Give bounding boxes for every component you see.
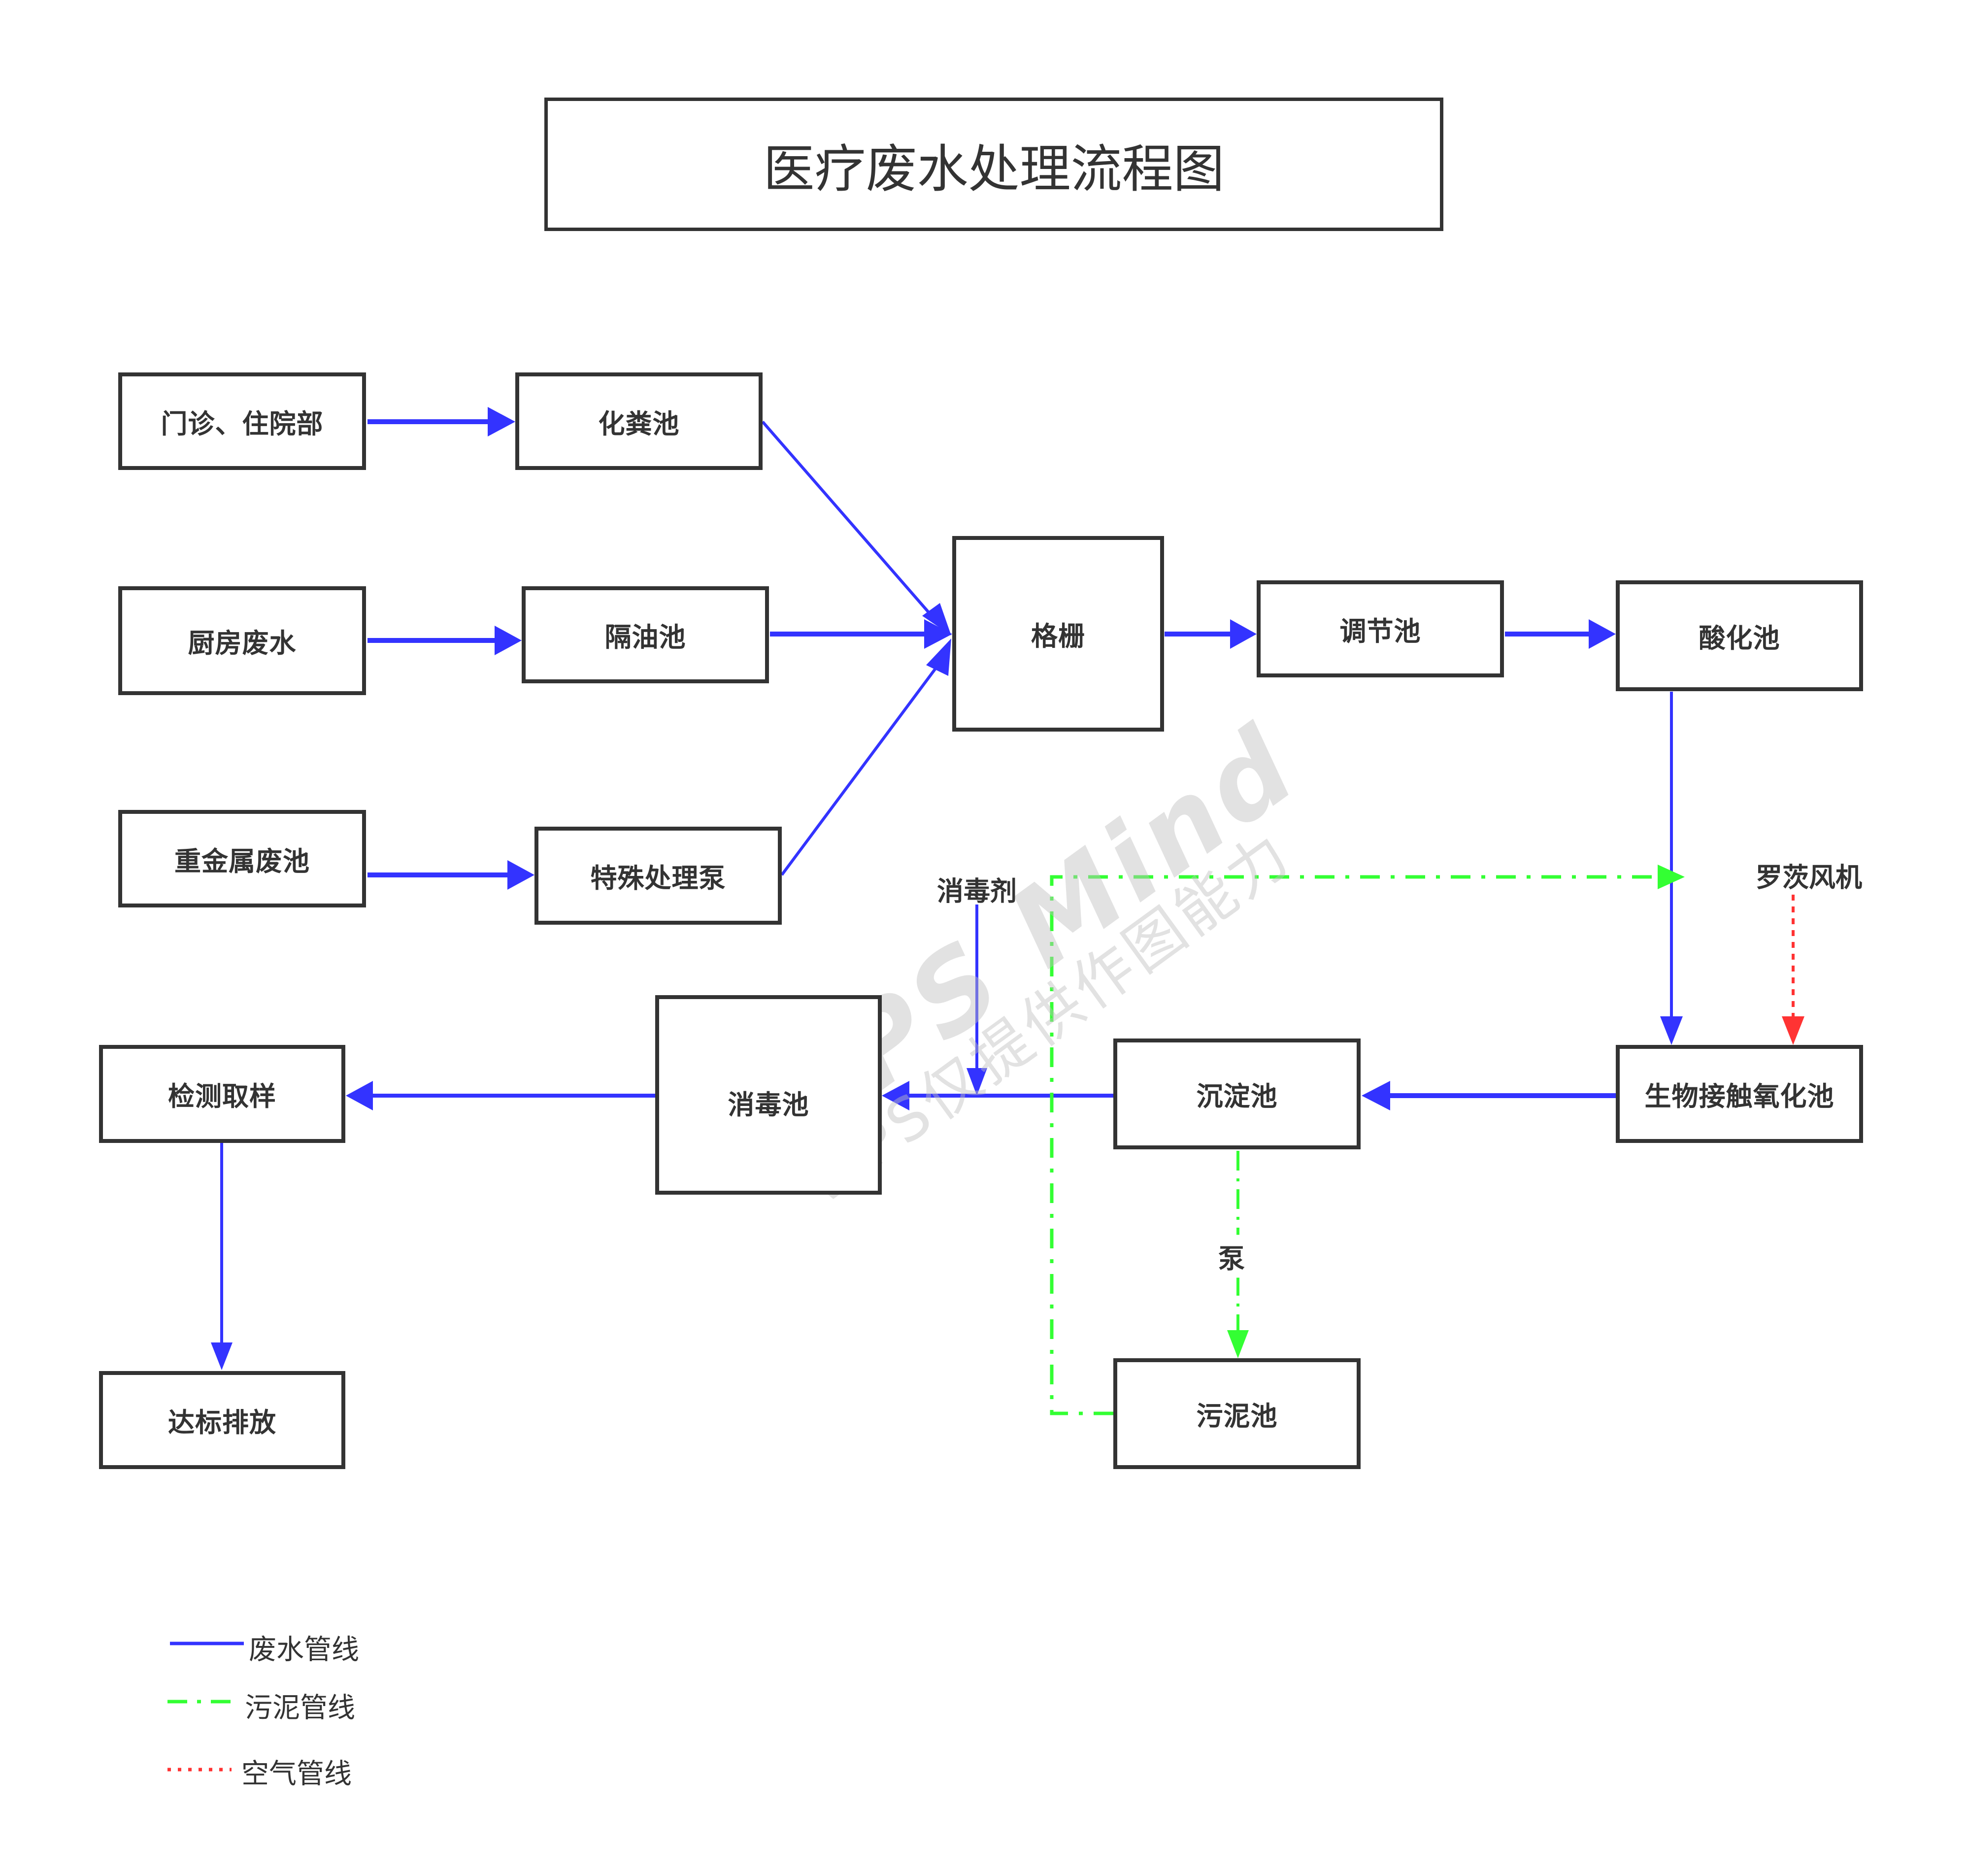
edge-sludge-return [1050, 865, 1685, 1415]
edge-disinfection-to-sampling [346, 1081, 655, 1110]
node-special-pump[interactable]: 特殊处理泵 [534, 827, 782, 925]
node-septic-tank[interactable]: 化粪池 [515, 372, 763, 470]
arrowhead [1589, 619, 1616, 649]
node-oil-separator[interactable]: 隔油池 [522, 586, 769, 683]
arrowhead [346, 1081, 373, 1110]
arrowhead [967, 1068, 987, 1096]
arrowhead [882, 1081, 909, 1110]
edge-outpatient-to-septic [367, 407, 515, 436]
node-sedimentation-pool[interactable]: 沉淀池 [1113, 1038, 1361, 1149]
node-discharge[interactable]: 达标排放 [99, 1371, 345, 1469]
legend-label-sludge: 污泥管线 [245, 1692, 355, 1724]
diagram-title: 医疗废水处理流程图 [544, 98, 1443, 231]
edge-pump-to-grille [780, 638, 951, 876]
node-sampling[interactable]: 检测取样 [99, 1045, 345, 1143]
arrowhead [1782, 1016, 1804, 1045]
label-disinfectant: 消毒剂 [937, 875, 1017, 907]
arrowhead [488, 407, 515, 436]
edge-grille-to-regulating [1165, 619, 1257, 649]
label-roots-blower: 罗茨风机 [1756, 862, 1862, 893]
arrowhead [924, 619, 952, 649]
edge-sampling-to-discharge [211, 1143, 233, 1370]
arrowhead [922, 603, 951, 636]
arrowhead [507, 860, 534, 890]
arrowhead [1362, 1081, 1390, 1110]
node-bio-oxidation-pool[interactable]: 生物接触氧化池 [1616, 1045, 1863, 1143]
arrowhead [1660, 1016, 1683, 1045]
arrowhead [1227, 1330, 1249, 1358]
edge-bio-to-sedimentation [1362, 1081, 1616, 1110]
edge-blower-to-bio [1782, 895, 1804, 1045]
edge-acidification-to-bio [1660, 692, 1683, 1045]
legend-label-wastewater: 废水管线 [249, 1634, 359, 1666]
edge-kitchen-to-oil [367, 626, 522, 655]
edge-sedimentation-to-disinfection [882, 1081, 1113, 1110]
label-pump: 泵 [1215, 1235, 1248, 1278]
edge-disinfectant-to-line [967, 904, 987, 1096]
arrowhead [211, 1342, 233, 1370]
node-grille[interactable]: 格栅 [952, 536, 1164, 732]
node-heavy-metal-pool[interactable]: 重金属废池 [118, 810, 366, 907]
edge-oil-to-grille [770, 619, 952, 649]
arrowhead [926, 638, 951, 676]
node-kitchen-wastewater[interactable]: 厨房废水 [118, 586, 366, 695]
arrowhead [495, 626, 522, 655]
node-outpatient[interactable]: 门诊、住院部 [118, 372, 366, 470]
edge-heavy-metal-to-pump [367, 860, 534, 890]
edge-septic-to-grille [761, 421, 951, 636]
edge-regulating-to-acidification [1505, 619, 1616, 649]
node-acidification-pool[interactable]: 酸化池 [1616, 580, 1863, 691]
node-sludge-pool[interactable]: 污泥池 [1113, 1358, 1361, 1469]
edge-sedimentation-to-sludge [1227, 1151, 1249, 1358]
legend-label-air: 空气管线 [241, 1758, 352, 1790]
arrowhead [1658, 865, 1685, 889]
arrowhead [1230, 619, 1257, 649]
node-disinfection-pool[interactable]: 消毒池 [655, 995, 882, 1195]
node-regulating-pool[interactable]: 调节池 [1257, 580, 1504, 677]
